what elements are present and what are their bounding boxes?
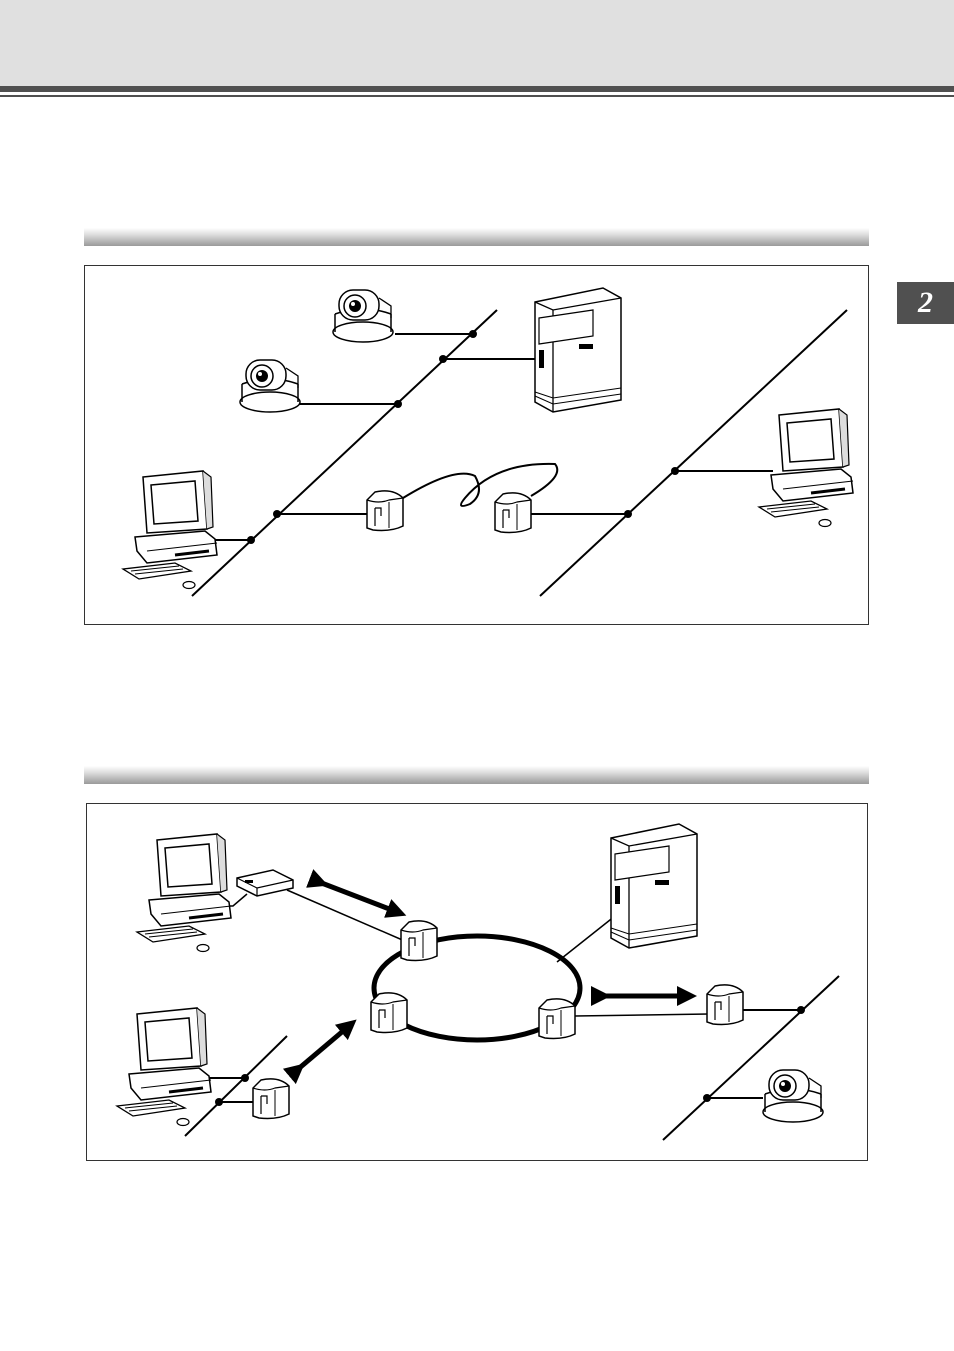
chapter-tab: 2 (897, 282, 954, 324)
pc-icon (123, 471, 217, 589)
lan-line-left (192, 310, 497, 596)
camera-icon (240, 360, 300, 412)
header-rule-thin (0, 95, 954, 97)
pc-icon (759, 409, 853, 527)
router-icon (539, 999, 575, 1039)
arrow-icon (319, 882, 397, 912)
router-icon (495, 493, 531, 533)
camera-icon (763, 1070, 823, 1122)
hub-icon (237, 870, 293, 896)
network-diagram-2 (86, 803, 868, 1161)
router-icon (253, 1079, 289, 1119)
remote-link (403, 464, 557, 506)
router-icon (367, 491, 403, 531)
header-rule (0, 86, 954, 92)
network-diagram-1 (84, 265, 869, 625)
section-bar-1 (84, 228, 869, 246)
pc-icon (117, 1008, 211, 1126)
router-icon (707, 985, 743, 1025)
section-bar-2 (84, 766, 869, 784)
arrow-icon (297, 1026, 349, 1070)
server-icon (611, 824, 697, 948)
page-header-band (0, 0, 954, 86)
network-diagram-1-svg (85, 266, 870, 626)
server-icon (535, 288, 621, 412)
camera-icon (333, 290, 393, 342)
router-icon (371, 993, 407, 1033)
pc-icon (137, 834, 231, 952)
router-icon (401, 921, 437, 961)
network-diagram-2-svg (87, 804, 869, 1162)
